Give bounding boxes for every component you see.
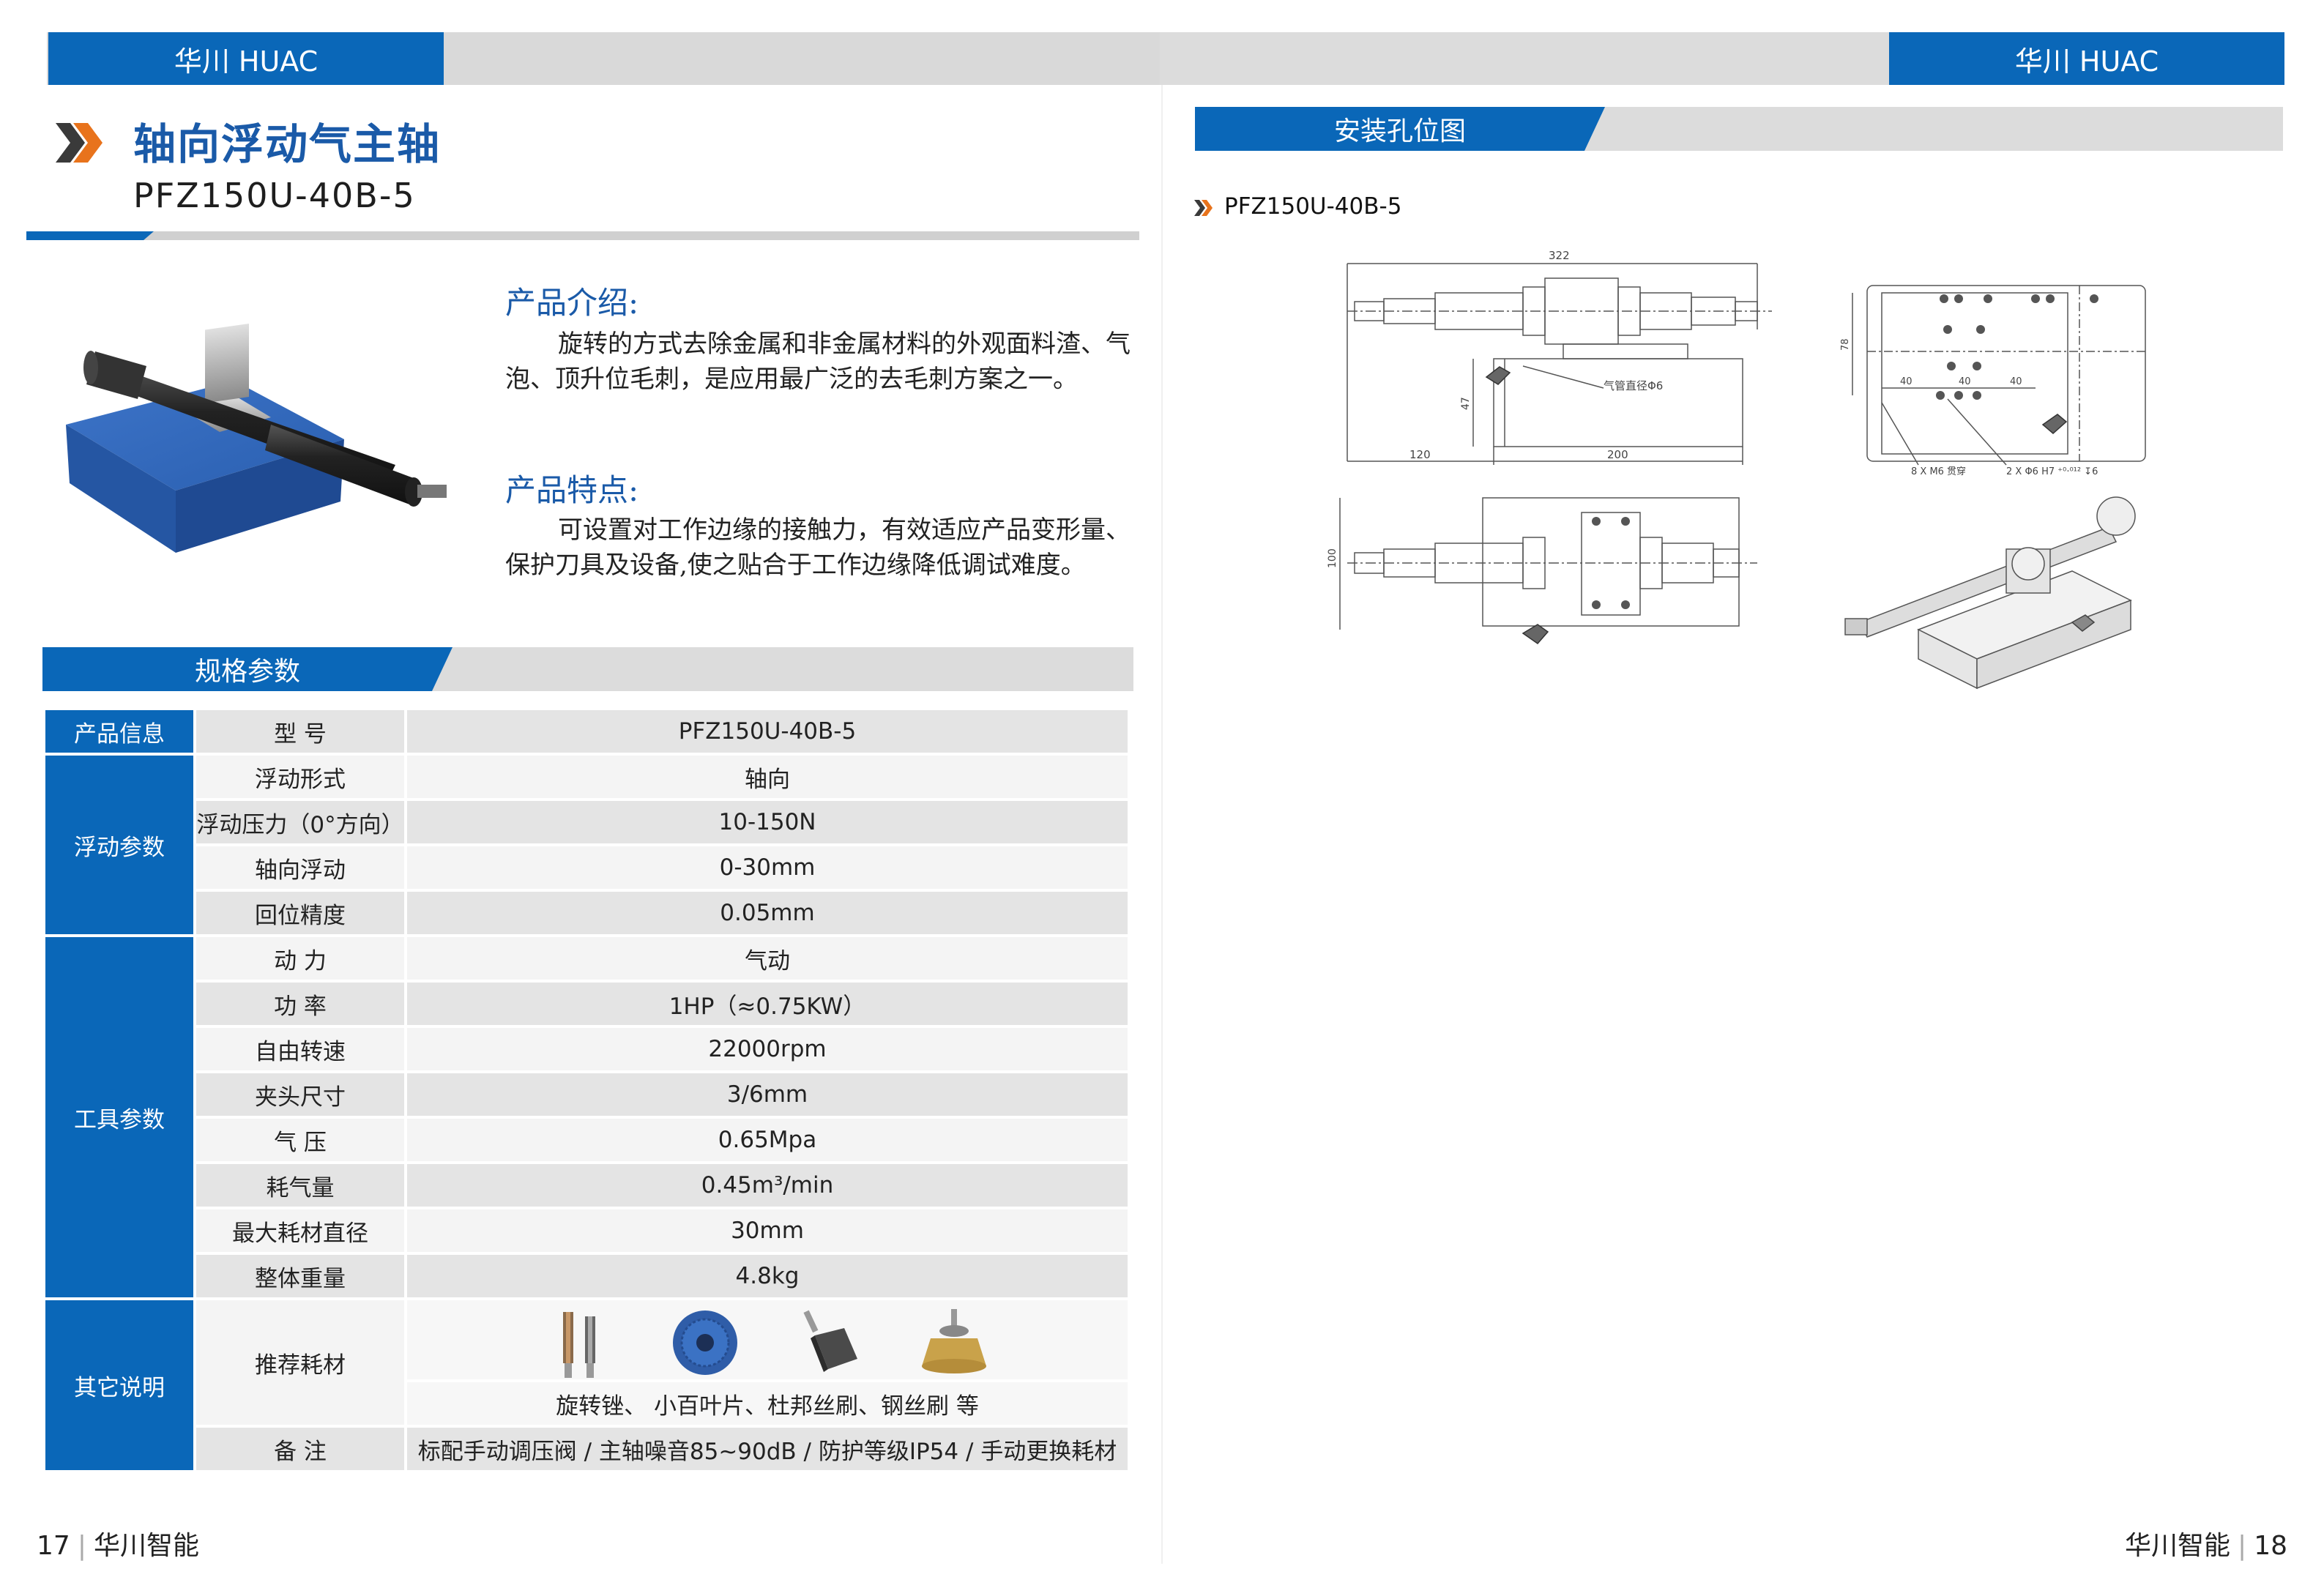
spec-value: 0-30mm	[404, 843, 1131, 892]
dim-height: 47	[1460, 397, 1472, 410]
spec-value: 1HP（≈0.75KW）	[404, 980, 1131, 1028]
spec-value: 0.05mm	[404, 889, 1131, 937]
category-product: 产品信息	[42, 707, 196, 756]
spec-label: 整体重量	[193, 1252, 407, 1300]
spec-value: 标配手动调压阀 / 主轴噪音85~90dB / 防护等级IP54 / 手动更换耗…	[404, 1425, 1131, 1473]
spec-value: 4.8kg	[404, 1252, 1131, 1300]
nylon-brush-icon	[803, 1310, 857, 1372]
spec-value: 22000rpm	[404, 1025, 1131, 1073]
table-row: 夹头尺寸 3/6mm	[44, 1070, 1131, 1119]
spec-label: 夹头尺寸	[193, 1070, 407, 1119]
wire-cup-brush-icon	[922, 1309, 986, 1373]
side-view: 322 气管直径Φ6 47 120 200	[1347, 249, 1772, 465]
spec-label: 自由转速	[193, 1025, 407, 1073]
table-row: 浮动参数 浮动形式 轴向	[42, 753, 1131, 937]
dim-air-pipe: 气管直径Φ6	[1604, 379, 1663, 392]
rotary-burr-icon	[563, 1312, 595, 1378]
spec-value: 轴向	[404, 753, 1131, 801]
spec-label: 浮动形式	[193, 753, 407, 801]
spec-value: 0.45m³/min	[404, 1161, 1131, 1209]
table-row: 气 压 0.65Mpa	[44, 1116, 1131, 1164]
spec-value: 0.65Mpa	[404, 1116, 1131, 1164]
spec-label: 最大耗材直径	[193, 1207, 407, 1255]
dim-hole-a: 40	[1900, 376, 1913, 387]
note-pin-holes: 2 X Φ6 H7 ⁺⁰·⁰¹² ↧6	[2006, 466, 2098, 477]
spec-value: 气动	[404, 934, 1131, 983]
spec-label: 推荐耗材	[193, 1297, 407, 1428]
category-float: 浮动参数	[42, 753, 196, 937]
spec-value: 10-150N	[404, 798, 1131, 846]
page-number-left: 17	[37, 1531, 70, 1561]
double-chevron-icon	[56, 123, 103, 163]
drawing-model: PFZ150U-40B-5	[1224, 193, 1402, 220]
footer-right: 华川智能|18	[2125, 1524, 2287, 1562]
flap-disc-icon	[673, 1311, 737, 1375]
dim-left-length: 120	[1409, 448, 1431, 461]
spec-label: 气 压	[193, 1116, 407, 1164]
footer-left: 17|华川智能	[37, 1524, 199, 1562]
spec-value: 3/6mm	[404, 1070, 1131, 1119]
spec-label: 动 力	[193, 934, 407, 983]
table-row: 功 率 1HP（≈0.75KW）	[44, 980, 1131, 1028]
spec-table: 产品信息 型 号 PFZ150U-40B-5 浮动参数 浮动形式 轴向 浮动压力…	[42, 707, 1131, 1473]
table-row: 最大耗材直径 30mm	[44, 1207, 1131, 1255]
dim-width: 100	[1327, 548, 1338, 568]
footer-separator: |	[77, 1531, 86, 1561]
page-divider	[1161, 85, 1163, 1564]
title-rule-accent	[26, 231, 154, 240]
plate-view: 78 40 40 40 8 X M6 贯穿 2 X Φ6 H7 ⁺⁰·⁰¹² ↧…	[1840, 285, 2146, 477]
footer-separator: |	[2238, 1531, 2247, 1561]
features-heading: 产品特点:	[505, 472, 639, 508]
spec-label: 备 注	[193, 1425, 407, 1473]
table-row: 产品信息 型 号 PFZ150U-40B-5	[42, 707, 1131, 756]
note-through-holes: 8 X M6 贯穿	[1911, 466, 1966, 477]
table-row: 自由转速 22000rpm	[44, 1025, 1131, 1073]
brand-label-right: 华川 HUAC	[1889, 32, 2284, 85]
intro-text: 旋转的方式去除金属和非金属材料的外观面料渣、气泡、顶升位毛刺，是应用最广泛的去毛…	[505, 329, 1131, 394]
brand-label-left: 华川 HUAC	[48, 32, 444, 85]
spec-label: 回位精度	[193, 889, 407, 937]
table-row: 回位精度 0.05mm	[44, 889, 1131, 937]
product-title: 轴向浮动气主轴	[133, 119, 442, 169]
spec-value: 30mm	[404, 1207, 1131, 1255]
spec-label: 功 率	[193, 980, 407, 1028]
dim-hole-b: 40	[1959, 376, 1971, 387]
dim-total-length: 322	[1549, 249, 1570, 262]
spec-value: PFZ150U-40B-5	[404, 707, 1131, 756]
spec-label: 浮动压力（0°方向）	[193, 798, 407, 846]
product-model: PFZ150U-40B-5	[133, 176, 416, 215]
footer-brand-left: 华川智能	[93, 1531, 199, 1561]
table-row: 工具参数 动 力 气动	[42, 934, 1131, 1300]
table-row: 其它说明 推荐耗材	[42, 1297, 1131, 1473]
spec-label: 型 号	[193, 707, 407, 756]
dim-hole-c: 40	[2010, 376, 2022, 387]
isometric-view	[1844, 496, 2136, 690]
title-rule	[26, 231, 1139, 240]
drawing-section-title: 安装孔位图	[1195, 107, 1605, 151]
product-photo	[66, 324, 447, 553]
spec-section-title: 规格参数	[42, 647, 452, 691]
dim-plate-height: 78	[1840, 338, 1851, 351]
top-view: 100	[1327, 497, 1757, 645]
installation-drawing: 322 气管直径Φ6 47 120 200 78	[1327, 249, 2146, 690]
category-tool: 工具参数	[42, 934, 196, 1300]
small-chevron-icon	[1194, 200, 1213, 216]
intro-heading: 产品介绍:	[505, 285, 639, 321]
spec-label: 轴向浮动	[193, 843, 407, 892]
consumables-images	[404, 1297, 1131, 1382]
dim-base-length: 200	[1607, 448, 1628, 461]
table-row: 轴向浮动 0-30mm	[44, 843, 1131, 892]
spec-value: 旋转锉、 小百叶片、杜邦丝刷、钢丝刷 等	[404, 1379, 1131, 1428]
footer-brand-right: 华川智能	[2125, 1531, 2231, 1561]
table-row: 备 注 标配手动调压阀 / 主轴噪音85~90dB / 防护等级IP54 / 手…	[44, 1425, 1131, 1473]
spec-label: 耗气量	[193, 1161, 407, 1209]
features-text: 可设置对工作边缘的接触力，有效适应产品变形量、保护刀具及设备,使之贴合于工作边缘…	[505, 515, 1131, 580]
table-row: 浮动压力（0°方向） 10-150N	[44, 798, 1131, 846]
table-row: 耗气量 0.45m³/min	[44, 1161, 1131, 1209]
category-other: 其它说明	[42, 1297, 196, 1473]
table-row: 整体重量 4.8kg	[44, 1252, 1131, 1300]
page-number-right: 18	[2254, 1531, 2287, 1561]
table-row: 旋转锉、 小百叶片、杜邦丝刷、钢丝刷 等	[44, 1379, 1131, 1428]
